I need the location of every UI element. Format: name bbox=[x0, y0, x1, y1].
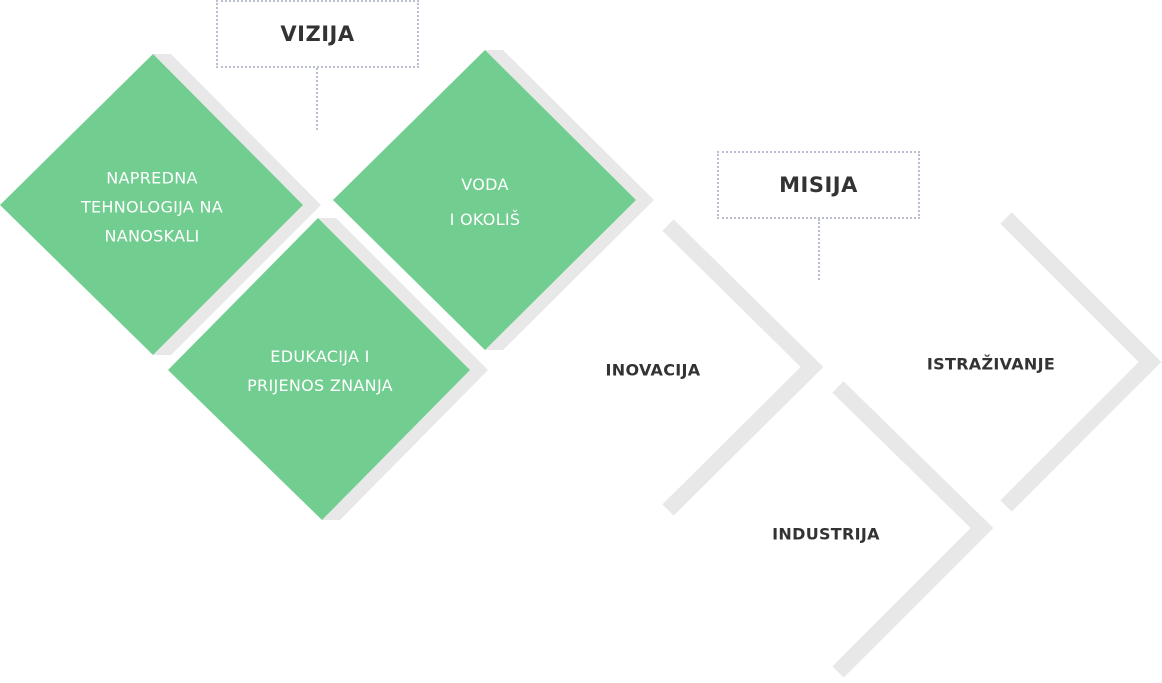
label-line: VODA bbox=[461, 175, 509, 194]
vision-title: VIZIJA bbox=[280, 22, 355, 46]
chevron-innovation-label: INOVACIJA bbox=[605, 360, 701, 380]
chevron-industry-label: INDUSTRIJA bbox=[772, 524, 880, 544]
chevron-innovation bbox=[662, 219, 824, 516]
label-line: PRIJENOS ZNANJA bbox=[247, 376, 393, 395]
label-line: NANOSKALI bbox=[104, 226, 200, 246]
diamond-education bbox=[168, 218, 470, 520]
chevron-industry bbox=[832, 381, 994, 678]
vision-title-box: VIZIJA bbox=[216, 0, 419, 68]
chevron-research-label: ISTRAŽIVANJE bbox=[926, 354, 1056, 374]
diamond-water-label: VODA I OKOLIŠ bbox=[450, 170, 521, 234]
label-line: TEHNOLOGIJA NA bbox=[80, 197, 224, 217]
label-line: EDUKACIJA I bbox=[270, 347, 370, 366]
label-line: I OKOLIŠ bbox=[449, 210, 521, 229]
label-line: NAPREDNA bbox=[106, 168, 198, 188]
diamond-education-label: EDUKACIJA I PRIJENOS ZNANJA bbox=[247, 342, 393, 400]
diamond-nanotech-label: NAPREDNA TEHNOLOGIJA NA NANOSKALI bbox=[81, 164, 223, 251]
chevron-research bbox=[1000, 212, 1162, 512]
diamond-water bbox=[333, 50, 636, 350]
vision-connector bbox=[316, 68, 318, 130]
mission-title-box: MISIJA bbox=[717, 151, 920, 219]
mission-connector bbox=[818, 219, 820, 280]
diamond-nanotech bbox=[0, 54, 303, 355]
mission-title: MISIJA bbox=[779, 173, 858, 197]
